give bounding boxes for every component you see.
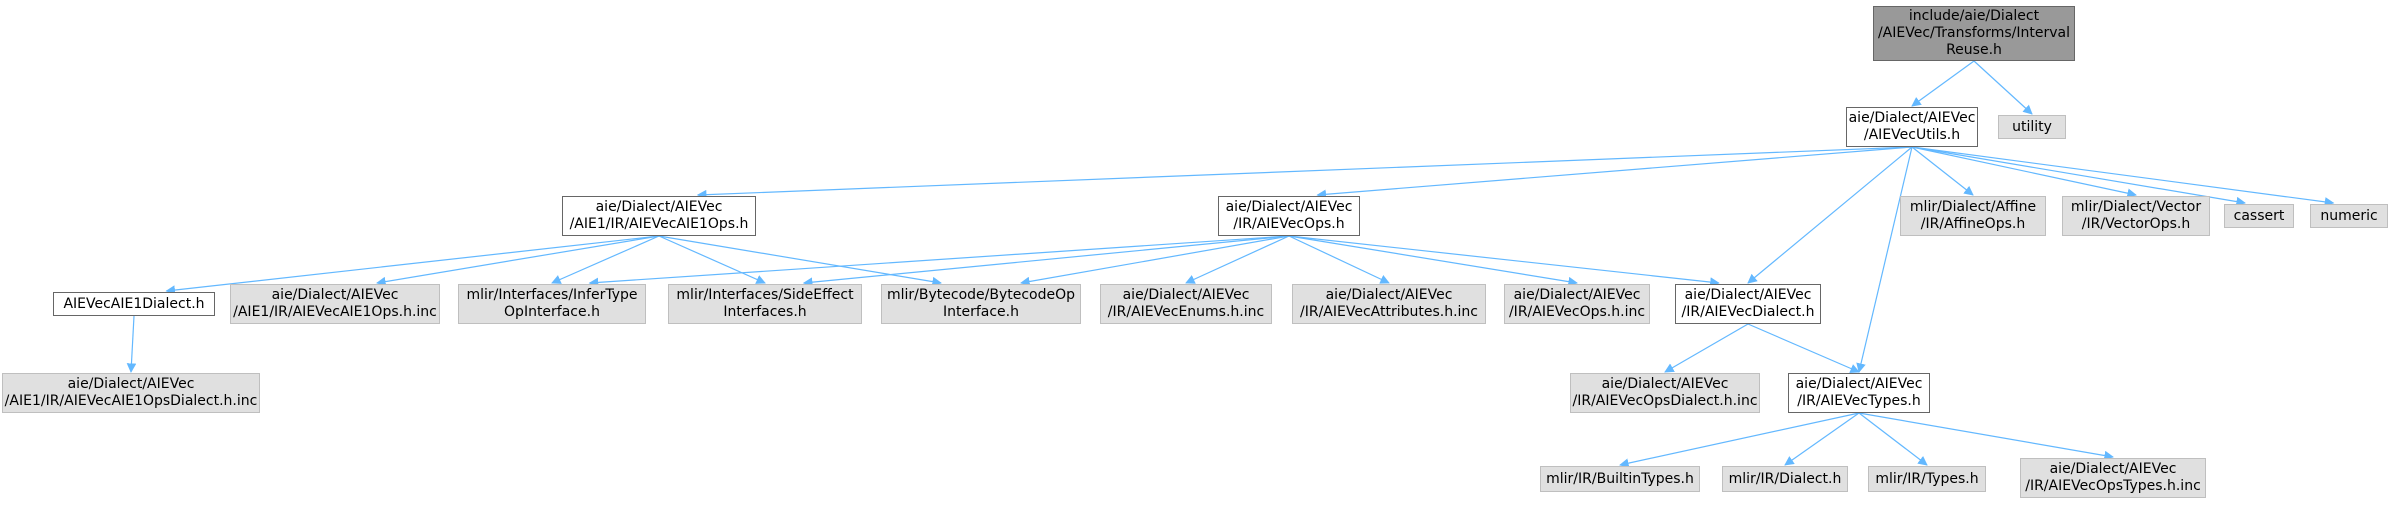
edge-aie1_ops-to-bytecode (658, 235, 942, 287)
node-aievec-types-h[interactable]: aie/Dialect/AIEVec/IR/AIEVecTypes.h (1788, 373, 1930, 413)
node-numeric[interactable]: numeric (2310, 204, 2388, 228)
node-interval-reuse-h[interactable]: include/aie/Dialect/AIEVec/Transforms/In… (1873, 6, 2075, 61)
edge-aievec_ops-to-bytecode (1020, 235, 1290, 287)
node-label-line: mlir/IR/Dialect.h (1728, 470, 1842, 487)
node-label-line: aie/Dialect/AIEVec (1684, 287, 1812, 303)
node-aievec-utils-h[interactable]: aie/Dialect/AIEVec/AIEVecUtils.h (1846, 107, 1978, 147)
node-utility[interactable]: utility (1998, 115, 2066, 139)
node-label-line: /AIE1/IR/AIEVecAIE1OpsDialect.h.inc (4, 393, 258, 409)
node-aievec-attributes-h-inc[interactable]: aie/Dialect/AIEVec/IR/AIEVecAttributes.h… (1292, 284, 1486, 324)
node-label-line: /IR/AIEVecOps.h (1233, 216, 1345, 232)
node-aievec-ops-types-h-inc[interactable]: aie/Dialect/AIEVec/IR/AIEVecOpsTypes.h.i… (2020, 458, 2206, 498)
node-label-line: /AIE1/IR/AIEVecAIE1Ops.h.inc (233, 304, 437, 320)
node-aievec-dialect-h[interactable]: aie/Dialect/AIEVec/IR/AIEVecDialect.h (1675, 284, 1821, 324)
node-label-line: cassert (2233, 207, 2285, 224)
node-label-line: mlir/Interfaces/SideEffect (676, 287, 854, 303)
node-ir-types-h[interactable]: mlir/IR/Types.h (1868, 466, 1986, 492)
node-label-line: /IR/AffineOps.h (1920, 216, 2026, 232)
edge-aievec_types-to-builtin_types (1619, 412, 1860, 468)
node-label-line: /IR/AIEVecOps.h.inc (1508, 304, 1646, 320)
node-ir-dialect-h[interactable]: mlir/IR/Dialect.h (1722, 466, 1848, 492)
edge-aie1_ops-to-side_effect (658, 235, 766, 284)
edge-aievec_utils-to-vector_ops (1911, 146, 2137, 198)
node-label-line: /AIEVec/Transforms/Interval (1877, 25, 2071, 41)
node-affine-ops-h[interactable]: mlir/Dialect/Affine/IR/AffineOps.h (1900, 196, 2046, 236)
node-label-line: aie/Dialect/AIEVec (2049, 461, 2177, 477)
node-label-line: aie/Dialect/AIEVec (1601, 376, 1729, 392)
node-label-line: AIEVecAIE1Dialect.h (63, 295, 205, 312)
node-label-line: mlir/IR/BuiltinTypes.h (1546, 470, 1694, 487)
edge-root-to-utility (1973, 60, 2033, 115)
node-label-line: aie/Dialect/AIEVec (1325, 287, 1453, 303)
node-label-line: aie/Dialect/AIEVec (1225, 199, 1353, 215)
edge-aievec_ops-to-aievec_dialect (1288, 235, 1720, 287)
edge-aievec_ops-to-attributes_inc (1288, 235, 1390, 284)
node-vector-ops-h[interactable]: mlir/Dialect/Vector/IR/VectorOps.h (2062, 196, 2210, 236)
edge-aievec_dialect-to-ops_dialect_inc (1664, 323, 1749, 373)
node-label-line: aie/Dialect/AIEVec (1513, 287, 1641, 303)
node-label-line: include/aie/Dialect (1908, 8, 2040, 24)
edge-aievec_ops-to-ops_inc (1288, 235, 1578, 287)
edge-aievec_utils-to-cassert (1911, 146, 2246, 207)
edge-aievec_ops-to-infer_type (588, 235, 1290, 288)
node-aie1-ops-dialect-h-inc[interactable]: aie/Dialect/AIEVec/AIE1/IR/AIEVecAIE1Ops… (2, 373, 260, 413)
node-label-line: Interface.h (942, 304, 1019, 320)
node-label-line: mlir/Dialect/Affine (1909, 199, 2037, 215)
edge-aievec_types-to-ir_types (1858, 412, 1928, 466)
node-aievec-enums-h-inc[interactable]: aie/Dialect/AIEVec/IR/AIEVecEnums.h.inc (1100, 284, 1272, 324)
edge-aievec_types-to-ops_types_inc (1858, 412, 2114, 461)
node-label-line: /IR/AIEVecOpsDialect.h.inc (1572, 393, 1758, 409)
node-aievec-aie1-ops-h[interactable]: aie/Dialect/AIEVec/AIE1/IR/AIEVecAIE1Ops… (562, 196, 756, 236)
node-label-line: mlir/Bytecode/BytecodeOp (886, 287, 1076, 303)
edge-aievec_ops-to-enums_inc (1185, 235, 1290, 284)
node-label-line: numeric (2320, 207, 2378, 224)
node-label-line: aie/Dialect/AIEVec (1122, 287, 1250, 303)
node-label-line: /IR/AIEVecTypes.h (1797, 393, 1921, 409)
edge-aievec_utils-to-aie1_ops (696, 146, 1913, 200)
node-aievec-aie1-dialect-h[interactable]: AIEVecAIE1Dialect.h (53, 292, 215, 316)
node-label-line: aie/Dialect/AIEVec (271, 287, 399, 303)
edge-aievec_utils-to-numeric (1911, 146, 2335, 207)
node-aievec-ops-h[interactable]: aie/Dialect/AIEVec/IR/AIEVecOps.h (1218, 196, 1360, 236)
edge-aie1_ops-to-aie1_ops_inc (376, 235, 660, 287)
node-aie1-ops-h-inc[interactable]: aie/Dialect/AIEVec/AIE1/IR/AIEVecAIE1Ops… (230, 284, 440, 324)
node-label-line: /IR/AIEVecAttributes.h.inc (1300, 304, 1478, 320)
node-cassert[interactable]: cassert (2224, 204, 2294, 228)
edge-aie1_dialect-to-aie1_dialect_inc (126, 315, 137, 373)
edge-aievec_types-to-ir_dialect (1784, 412, 1860, 466)
node-label-line: mlir/Interfaces/InferType (466, 287, 638, 303)
node-label-line: mlir/Dialect/Vector (2070, 199, 2202, 215)
node-label-line: Reuse.h (1946, 42, 2002, 58)
node-label-line: aie/Dialect/AIEVec (1848, 110, 1976, 126)
node-label-line: /IR/AIEVecEnums.h.inc (1107, 304, 1265, 320)
edge-aievec_ops-to-side_effect (802, 235, 1290, 287)
node-label-line: /IR/AIEVecOpsTypes.h.inc (2025, 478, 2201, 494)
node-label-line: /IR/VectorOps.h (2081, 216, 2191, 232)
node-label-line: OpInterface.h (504, 304, 600, 320)
node-aievec-ops-h-inc[interactable]: aie/Dialect/AIEVec/IR/AIEVecOps.h.inc (1504, 284, 1650, 324)
edge-aie1_ops-to-infer_type (551, 235, 660, 284)
node-label-line: Interfaces.h (723, 304, 807, 320)
edge-root-to-aievec_utils (1911, 60, 1975, 107)
node-builtin-types-h[interactable]: mlir/IR/BuiltinTypes.h (1540, 466, 1700, 492)
edge-aievec_utils-to-affine_ops (1911, 146, 1974, 196)
node-label-line: utility (2012, 118, 2052, 135)
node-label-line: /AIEVecUtils.h (1863, 127, 1961, 143)
edge-aievec_utils-to-aievec_types (1856, 146, 1913, 373)
node-label-line: /AIE1/IR/AIEVecAIE1Ops.h (569, 216, 749, 232)
edge-aievec_utils-to-aievec_dialect (1747, 146, 1913, 284)
node-label-line: /IR/AIEVecDialect.h (1681, 304, 1815, 320)
node-label-line: aie/Dialect/AIEVec (67, 376, 195, 392)
node-aievec-ops-dialect-h-inc[interactable]: aie/Dialect/AIEVec/IR/AIEVecOpsDialect.h… (1570, 373, 1760, 413)
node-label-line: aie/Dialect/AIEVec (595, 199, 723, 215)
edge-aie1_ops-to-aie1_dialect (165, 235, 660, 295)
edge-aievec_utils-to-aievec_ops (1316, 146, 1913, 200)
edge-aievec_dialect-to-aievec_types (1747, 323, 1860, 373)
node-label-line: aie/Dialect/AIEVec (1795, 376, 1923, 392)
node-label-line: mlir/IR/Types.h (1875, 470, 1979, 487)
